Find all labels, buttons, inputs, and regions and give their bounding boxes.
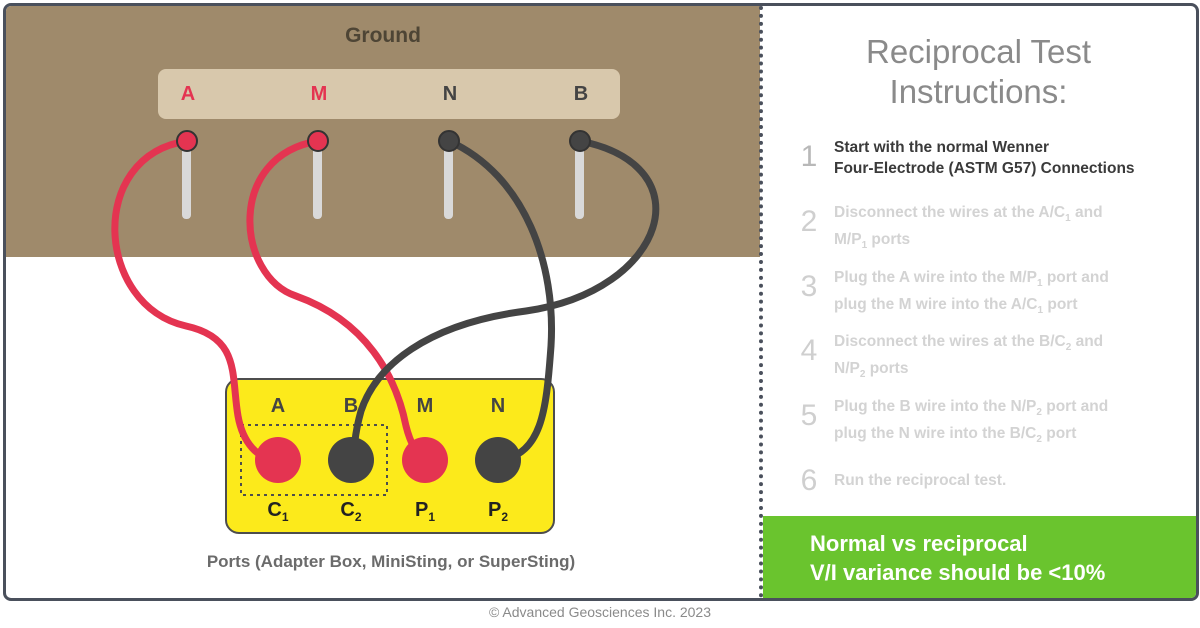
electrode-head-b	[569, 130, 591, 152]
copyright: © Advanced Geosciences Inc. 2023	[488, 604, 711, 620]
electrode-label-n: N	[442, 83, 458, 105]
ports-caption: Ports (Adapter Box, MiniSting, or SuperS…	[206, 552, 576, 571]
electrode-label-m: M	[310, 83, 328, 105]
ground-area	[6, 6, 760, 257]
wire-a	[111, 137, 280, 465]
port-p1-socket	[402, 437, 448, 483]
instructions-title: Reciprocal Test Instructions:	[866, 33, 1091, 110]
panel-divider	[759, 6, 763, 598]
step-number: 4	[800, 334, 818, 367]
step-3: 3 Plug the A wire into the M/P1 port and…	[794, 267, 1189, 317]
step-number: 2	[800, 205, 818, 238]
port-top-label-m: M	[416, 395, 434, 417]
step-text: Plug the A wire into the M/P1 port and p…	[834, 269, 1109, 317]
electrode-bar	[158, 69, 620, 119]
electrode-stake-n	[444, 141, 453, 219]
current-ports-group-outline	[240, 424, 388, 496]
wire-m	[246, 137, 430, 465]
step-2: 2 Disconnect the wires at the A/C1 and M…	[794, 202, 1189, 252]
step-6: 6 Run the reciprocal test.	[794, 461, 1189, 511]
electrode-stake-b	[575, 141, 584, 219]
step-number: 6	[800, 464, 818, 497]
step-5: 5 Plug the B wire into the N/P2 port and…	[794, 396, 1189, 446]
port-p2-socket	[475, 437, 521, 483]
step-number: 1	[800, 140, 818, 173]
wiring-diagram	[111, 130, 660, 496]
electrode-stake-a	[182, 141, 191, 219]
diagram-frame: Ground A M N B A B M N C1 C2 P1 P2 Ports…	[3, 3, 1199, 601]
wire-n	[445, 137, 556, 465]
electrode-label-a: A	[180, 83, 196, 105]
port-bottom-label-p1: P1	[414, 499, 436, 524]
port-top-label-a: A	[270, 395, 286, 417]
port-top-label-b: B	[343, 395, 359, 417]
electrode-head-a	[176, 130, 198, 152]
port-top-label-n: N	[490, 395, 506, 417]
step-text: Start with the normal Wenner Four-Electr…	[834, 139, 1135, 177]
step-text: Run the reciprocal test.	[834, 472, 1007, 489]
step-4: 4 Disconnect the wires at the B/C2 and N…	[794, 331, 1189, 381]
port-c1-socket	[255, 437, 301, 483]
port-bottom-label-c1: C1	[267, 499, 289, 524]
electrode-label-b: B	[573, 83, 589, 105]
ground-title: Ground	[345, 24, 421, 47]
electrode-head-n	[438, 130, 460, 152]
variance-note: Normal vs reciprocal V/I variance should…	[763, 516, 1196, 598]
step-1: 1 Start with the normal Wenner Four-Elec…	[794, 137, 1189, 187]
wire-b	[350, 137, 660, 465]
electrode-stake-m	[313, 141, 322, 219]
step-number: 5	[800, 399, 818, 432]
port-c2-socket	[328, 437, 374, 483]
step-number: 3	[800, 270, 818, 303]
port-bottom-label-p2: P2	[487, 499, 509, 524]
step-text: Disconnect the wires at the A/C1 and M/P…	[834, 204, 1103, 252]
step-text: Disconnect the wires at the B/C2 and N/P…	[834, 333, 1104, 381]
variance-note-text: Normal vs reciprocal V/I variance should…	[810, 531, 1106, 585]
port-bottom-label-c2: C2	[340, 499, 362, 524]
electrode-head-m	[307, 130, 329, 152]
step-text: Plug the B wire into the N/P2 port and p…	[834, 398, 1109, 446]
